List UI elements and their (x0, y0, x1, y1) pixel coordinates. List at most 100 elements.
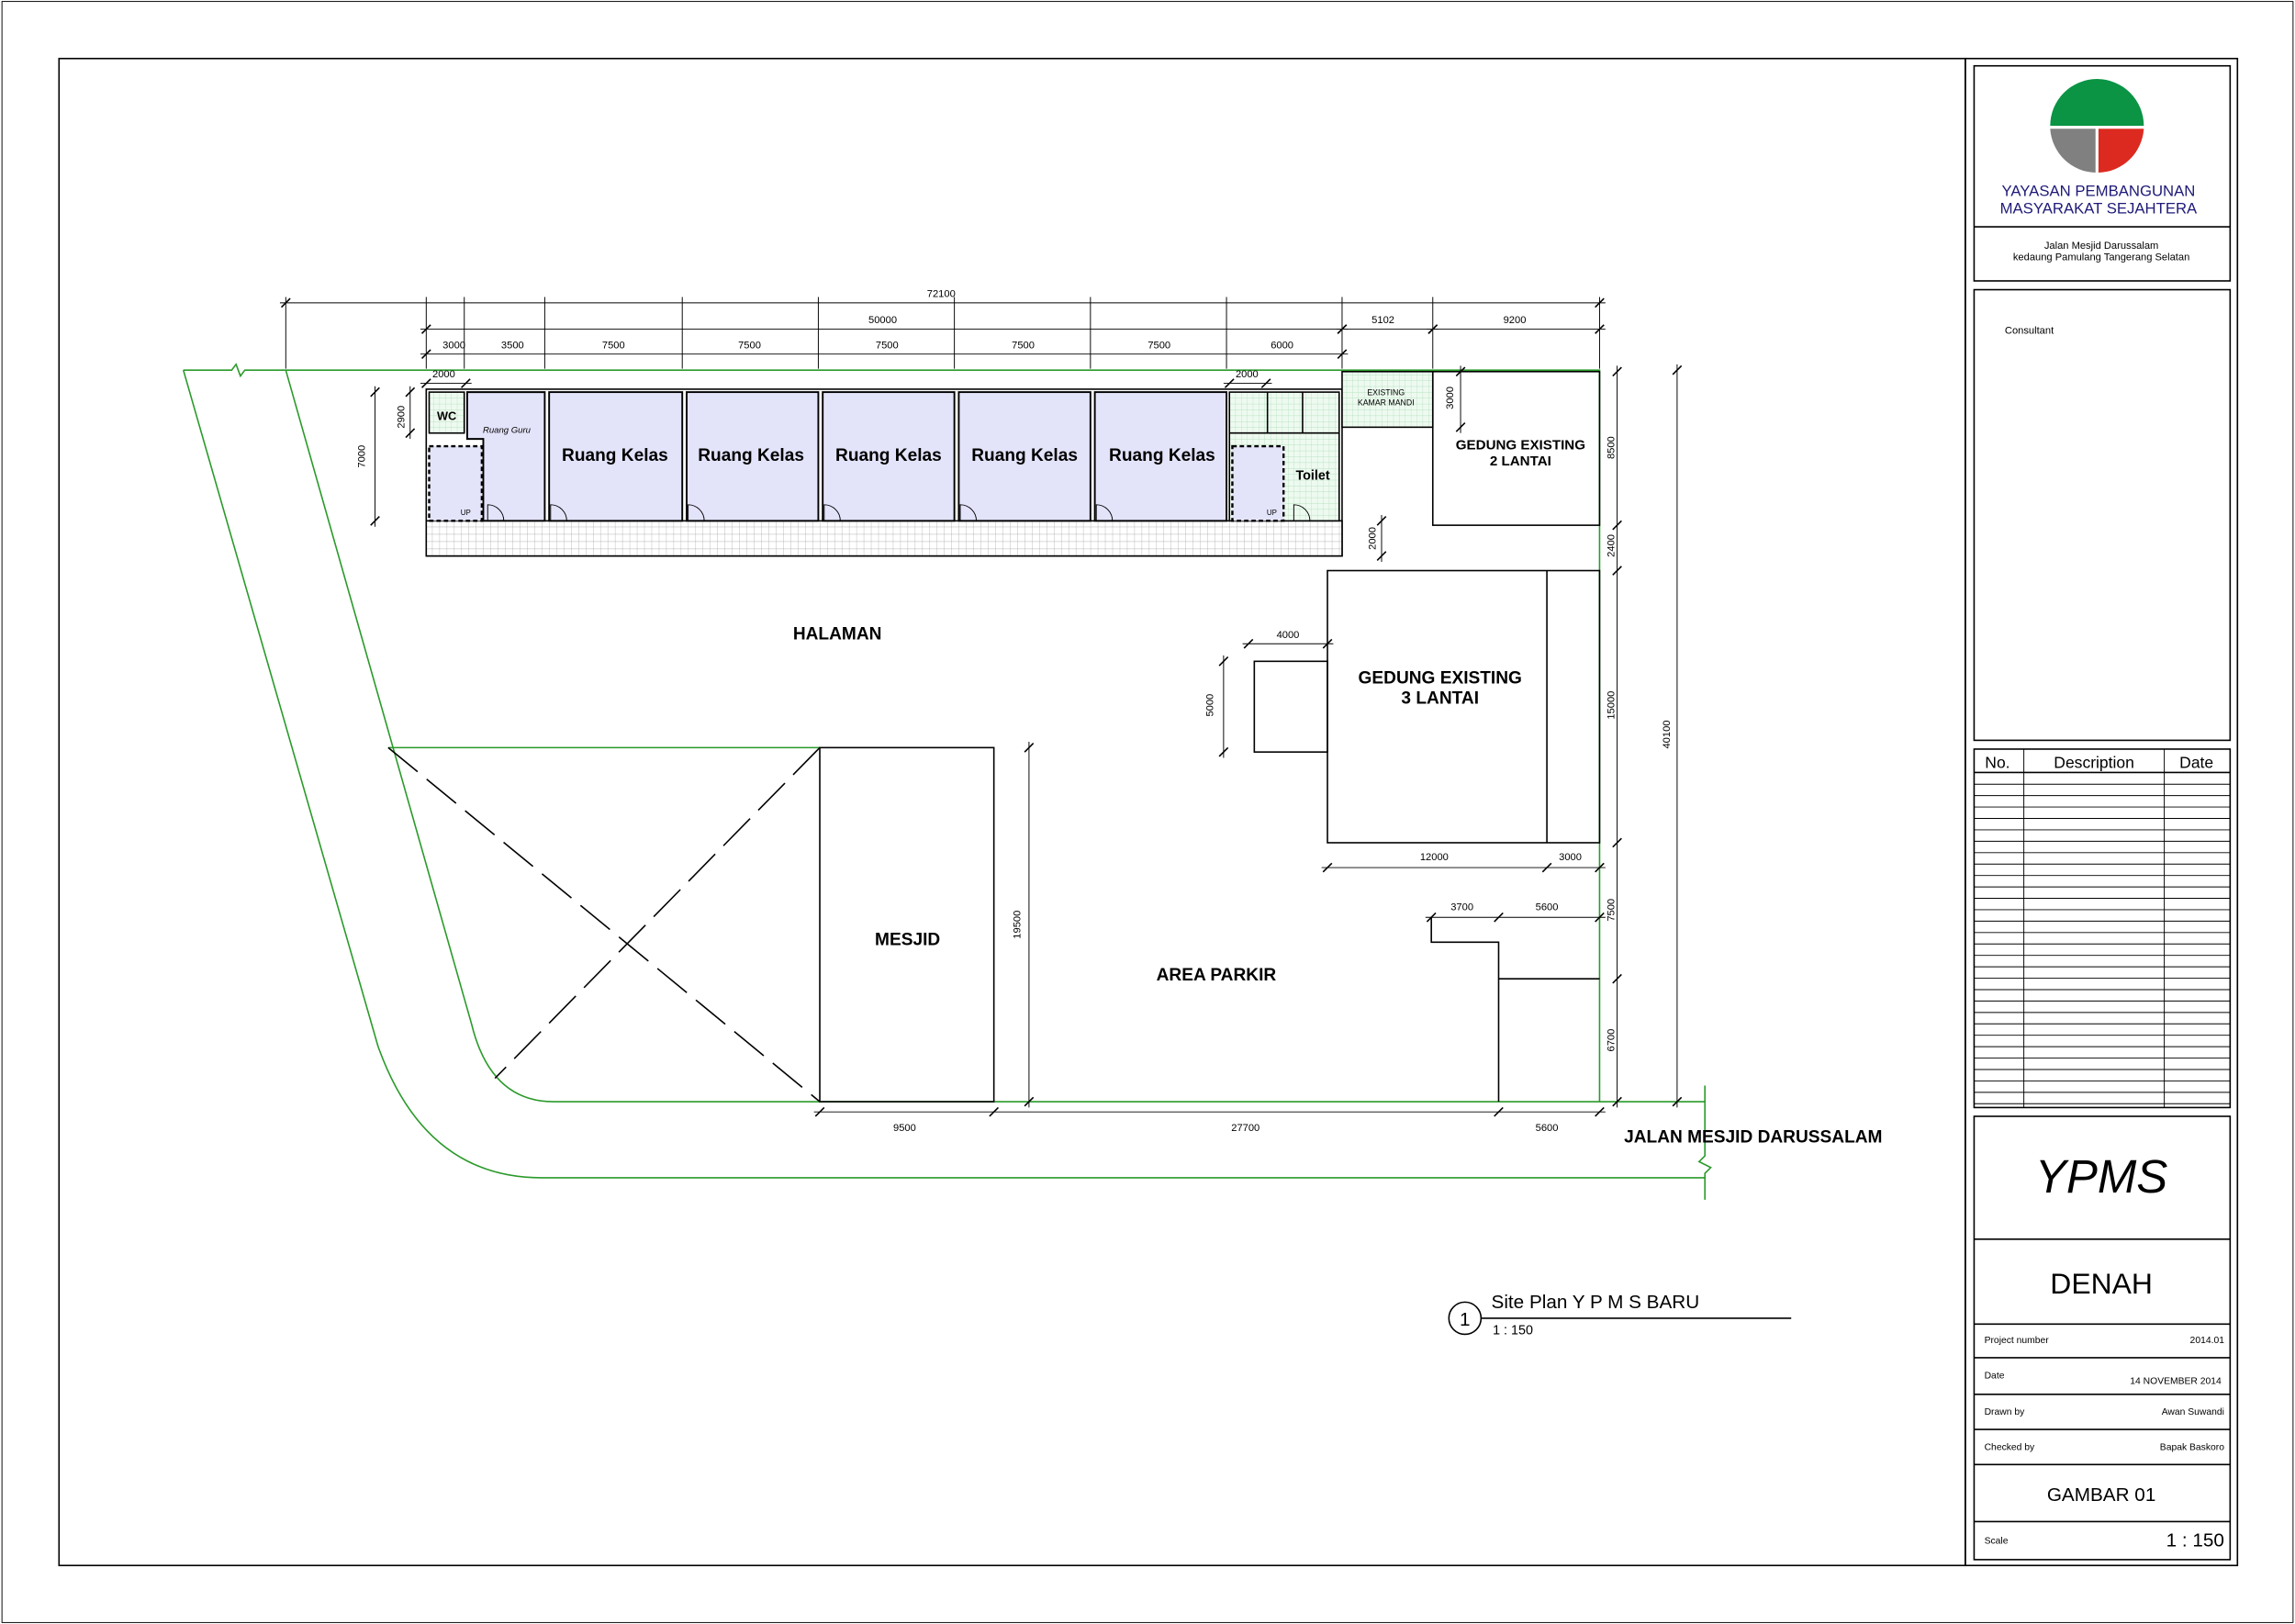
stair-left (428, 444, 484, 522)
stair-up-label-right: UP (1267, 509, 1277, 517)
open-area-cross (387, 746, 821, 1103)
dimension-tick (1612, 1096, 1622, 1107)
date-value: 14 NOVEMBER 2014 (2130, 1377, 2222, 1387)
dim-seg-1: 3000 (442, 340, 465, 351)
dimension-tick (460, 378, 471, 388)
dim-seg-4: 7500 (738, 340, 761, 351)
dimension-tick (1612, 520, 1622, 531)
project-number: 2014.01 (2190, 1336, 2225, 1346)
mesjid-label: MESJID (875, 931, 940, 950)
gedung3-label-1: GEDUNG EXISTING (1359, 668, 1522, 688)
dim-corridor-gap: 2000 (1368, 527, 1379, 550)
address-line2: kedaung Pamulang Tangerang Selatan (2013, 252, 2189, 263)
toilet-label: Toilet (1296, 469, 1330, 484)
road-inner-edge (285, 369, 1706, 1103)
dim-seg-8: 6000 (1271, 340, 1293, 351)
dimension-tick (1612, 566, 1622, 576)
dimension-tick (1455, 366, 1466, 377)
drawing-frame (58, 57, 1966, 1567)
classroom-label-3: Ruang Kelas (835, 446, 942, 465)
corridor (425, 520, 1343, 557)
drawn-by: Awan Suwandi (2162, 1407, 2224, 1417)
kamar-mandi-label-2: KAMAR MANDI (1358, 398, 1415, 407)
street-label: JALAN MESJID DARUSSALAM (1624, 1128, 1882, 1148)
title-block-frame (1965, 57, 2239, 1567)
site-boundary-top (183, 363, 1601, 1103)
dim-mesjid-d: 19500 (1012, 911, 1023, 939)
dimension-tick (1322, 638, 1333, 649)
gedung3-annex (1253, 660, 1328, 753)
revision-header-description: Description (2054, 754, 2134, 772)
checked-by-label: Checked by (1985, 1442, 2035, 1452)
dim-wc-w: 2000 (432, 369, 455, 380)
dimension-tick (1322, 862, 1333, 873)
revision-table: No. Description Date (1973, 748, 2232, 1109)
dimension-tick (420, 378, 431, 388)
dim-gedung2-d: 8500 (1606, 436, 1617, 459)
view-name: Site Plan Y P M S BARU (1492, 1292, 1700, 1313)
classroom-3 (822, 391, 956, 522)
dim-bottom-27700: 27700 (1231, 1123, 1259, 1134)
ruang-guru-label: Ruang Guru (483, 426, 532, 436)
gedung2-label-1: GEDUNG EXISTING (1456, 437, 1585, 453)
door-swing (688, 504, 705, 521)
dimension-tick (1672, 1096, 1683, 1107)
dimension-tick (405, 386, 416, 398)
revision-header-date: Date (2179, 754, 2213, 772)
road-outer-edge (182, 369, 1706, 1179)
dimension-tick (1243, 638, 1254, 649)
project-name: YPMS (2035, 1150, 2168, 1203)
dimension-tick (1595, 1106, 1605, 1117)
title-block: YAYASAN PEMBANGUNAN MASYARAKAT SEJAHTERA… (1973, 64, 2232, 1561)
dim-toilet-w: 2000 (1236, 369, 1259, 380)
date-label: Date (1985, 1371, 2005, 1381)
address-line1: Jalan Mesjid Darussalam (2044, 241, 2158, 252)
classroom-block: WC Ruang Guru UP UP Toilet Ruang Kelas R… (425, 388, 1343, 557)
dimension-tick (1260, 378, 1271, 388)
dimension-tick (1595, 912, 1605, 923)
dim-block: 50000 (868, 315, 897, 326)
dimension-tick (1494, 912, 1504, 923)
mesjid-building (819, 746, 995, 1103)
gedung-existing-2-lantai (1431, 371, 1601, 526)
dim-seg-6: 7500 (1012, 340, 1035, 351)
area-parkir-label: AREA PARKIR (1157, 966, 1277, 985)
classroom-2 (686, 391, 820, 522)
ypms-logo (2050, 79, 2144, 174)
door-swing (550, 504, 567, 521)
consultant-label: Consultant (2005, 325, 2054, 336)
dim-seg-7: 7500 (1148, 340, 1170, 351)
gedung3-label-2: 3 LANTAI (1401, 689, 1479, 709)
dim-gedung2-w: 9200 (1504, 315, 1527, 326)
dimension-tick (989, 1106, 1000, 1117)
dimension-tick (1376, 516, 1387, 526)
dim-seg-3: 7500 (602, 340, 625, 351)
door-swing (1293, 504, 1311, 521)
dim-step-a: 3700 (1450, 902, 1473, 913)
stair-up-label-left: UP (461, 509, 471, 517)
dimension-tick (814, 1106, 825, 1117)
org-name-line1: YAYASAN PEMBANGUNAN (2001, 183, 2195, 200)
halaman-label: HALAMAN (793, 624, 882, 644)
dim-seg-5: 7500 (876, 340, 899, 351)
dimension-tick (1595, 862, 1605, 873)
dim-wc-depth: 2900 (396, 406, 407, 429)
dimension-tick (1376, 551, 1387, 561)
dimension-tick (1672, 364, 1683, 375)
door-swing (487, 504, 505, 521)
dim-overall: 72100 (927, 289, 956, 300)
dimension-tick (1218, 656, 1229, 666)
classroom-label-4: Ruang Kelas (971, 446, 1078, 465)
ruang-guru-room (465, 391, 546, 522)
wc-room (428, 391, 465, 434)
dim-kamar-mandi-w: 5102 (1371, 315, 1394, 326)
dimension-tick (1024, 743, 1035, 753)
revision-header-no: No. (1985, 754, 2010, 772)
sheet-title: DENAH (2050, 1267, 2153, 1300)
door-swing (823, 504, 841, 521)
door-swing (1095, 504, 1114, 521)
dimension-tick (1612, 973, 1622, 984)
kamar-mandi-label-1: EXISTING (1367, 387, 1405, 397)
